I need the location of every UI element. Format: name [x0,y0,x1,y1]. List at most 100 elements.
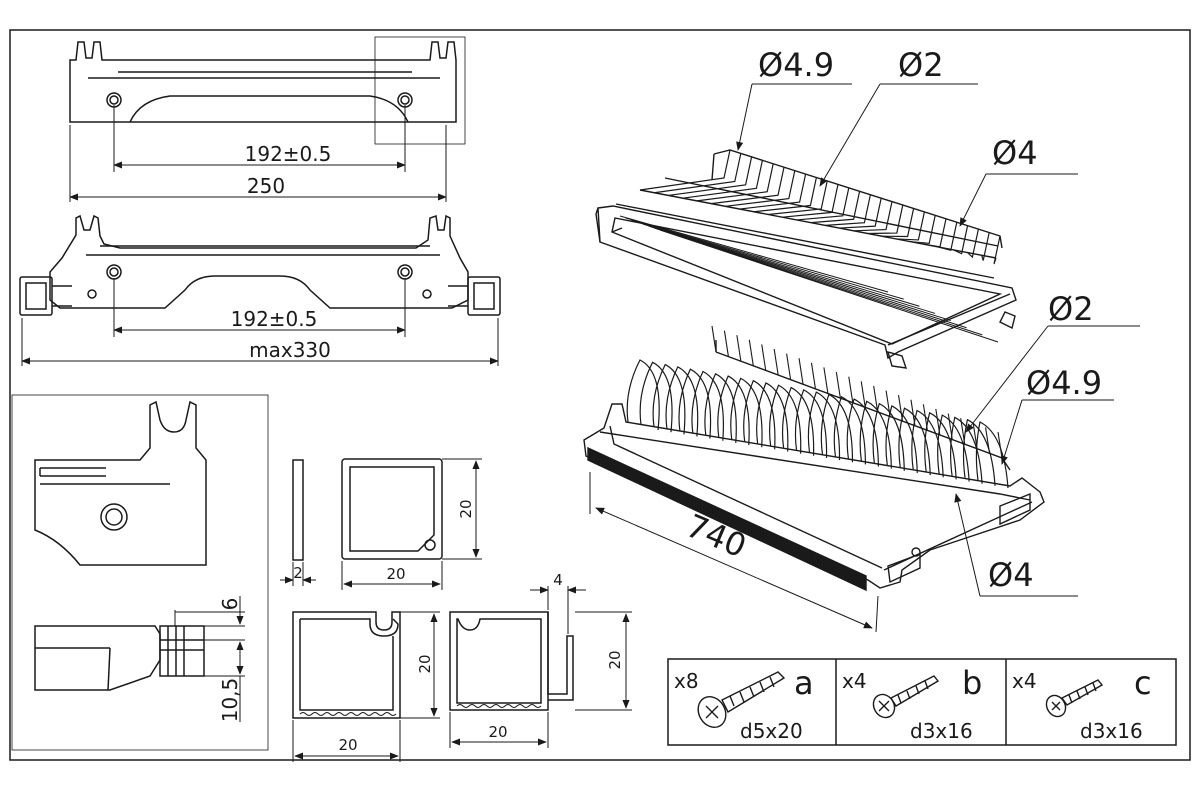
bracket-extended-view [19,214,501,366]
lower-rack-back-wire [798,358,804,385]
upper-plate-rack [595,149,1017,369]
screw-b-quantity: x4 [842,669,867,693]
upper-rack-wire [682,160,763,199]
upper-rack-wire [993,235,1001,265]
lower-rack-back-wire [761,344,767,371]
lower-rack-plate-wire [678,368,712,439]
upper-rack-wire [796,187,850,221]
screw-b-cell: x4 b d3x16 [842,664,982,743]
upper-rack-wire [938,222,958,251]
lower-rack-plate-wire [768,384,802,454]
lower-rack-plate-wire [652,363,686,435]
upper-rack-wire [810,191,861,224]
lower-rack-back-wire [960,418,966,445]
upper-rack-base-wire [631,219,920,307]
lower-rack-plate-wire [820,393,854,463]
upper-rack-cross-wires [619,215,999,343]
lower-rack-back-wire [860,381,866,408]
upper-rack-wire [782,184,839,218]
lower-rack-back-wire [885,390,891,417]
upper-rack-wire [654,153,742,194]
upper-rack-wire [853,201,893,232]
upper-rack-base-wire [659,229,999,343]
profile-open [292,611,440,762]
lower-rack-plate-wire [859,400,892,469]
profile-open-height-dim: 20 [416,654,434,673]
lower-rack-plate-wire [846,398,879,467]
screw-a-letter: a [794,664,814,702]
profile-thickness-dim: 2 [293,564,303,582]
upper-rack-wire [967,228,979,259]
lower-rack-diameter-4: Ø4 [988,556,1034,594]
lower-rack-back-wire [985,427,991,454]
upper-rack-wire [725,170,796,207]
screw-c-size: d3x16 [1080,719,1143,743]
upper-rack-wire [825,194,871,226]
screw-c-icon [1045,679,1104,718]
screw-c-letter: c [1134,664,1152,702]
upper-rack-callouts [736,83,1078,227]
lower-rack-plate-wire [717,375,750,446]
upper-rack-wire [882,208,915,238]
lower-rack-back-wire [922,404,928,431]
upper-rack-wire [668,156,753,197]
lower-rack-diameter-49: Ø4.9 [1026,364,1102,402]
upper-rack-wire [910,215,936,245]
lower-rack-back-wire [823,367,829,394]
profile-slot-width-dim: 20 [488,723,507,741]
lower-rack-back-wire [748,339,754,366]
lower-rack-back-wire [773,348,779,376]
lower-rack-plate-wire [704,372,737,443]
lower-rack-plate-wire [949,416,983,484]
detail-callout-box [374,36,466,145]
screw-b-letter: b [962,664,982,702]
lower-rack-back-wire [897,395,904,422]
upper-rack-diameter-2: Ø2 [898,46,944,84]
lower-rack-plate-wire [898,407,931,476]
upper-rack-base-wire [625,217,904,300]
lower-rack-back-wire [736,335,742,362]
lower-rack-back-wire [835,372,841,399]
upper-rack-wire [867,204,904,235]
upper-rack-wire [896,211,925,241]
detail-bracket-end [34,400,207,566]
detail-bracket-section [34,596,245,722]
upper-rack-base-wire [636,221,936,314]
bracket-top-width-dim: 250 [247,174,285,198]
profile-thickness [280,459,316,586]
upper-rack-wire [696,163,774,202]
detail-panel [11,394,269,751]
upper-rack-wire [753,177,817,213]
profile-open-width-dim: 20 [338,736,357,754]
upper-rack-diameter-49: Ø4.9 [758,46,834,84]
fastener-table [667,658,1177,746]
lower-rack-plate-wire [743,379,776,450]
lower-rack-back-wire [947,413,953,440]
screw-a-size: d5x20 [740,719,803,743]
profile-square-width-dim: 20 [386,565,405,583]
lower-rack-diameter-2: Ø2 [1048,290,1094,328]
upper-rack-wire [739,173,807,210]
lower-rack-back-wire [997,431,1003,459]
profile-square [341,458,482,590]
lower-rack-plate-wire [730,377,763,448]
lower-rack-back-wires [711,325,1003,459]
profile-slot [449,586,632,748]
lower-rack-plate-wire [962,418,996,486]
screw-a-quantity: x8 [674,669,699,693]
screw-a-icon [697,671,786,729]
lower-rack-length-label: 740 [681,506,752,565]
upper-rack-wire [711,167,785,205]
lower-rack-back-wire [910,399,916,426]
lower-rack-back-wire [848,376,854,403]
upper-rack-wire [981,232,990,261]
lower-rack-back-wire [810,362,817,389]
lower-rack-back-wire [711,325,717,353]
lower-rack-plate-wire [807,391,841,461]
bracket-ext-width-dim: max330 [249,338,331,362]
upper-rack-wire [639,149,731,191]
lower-rack-back-wire [873,385,879,412]
bracket-top-view [69,36,466,202]
screw-c-cell: x4 c d3x16 [1012,664,1152,743]
